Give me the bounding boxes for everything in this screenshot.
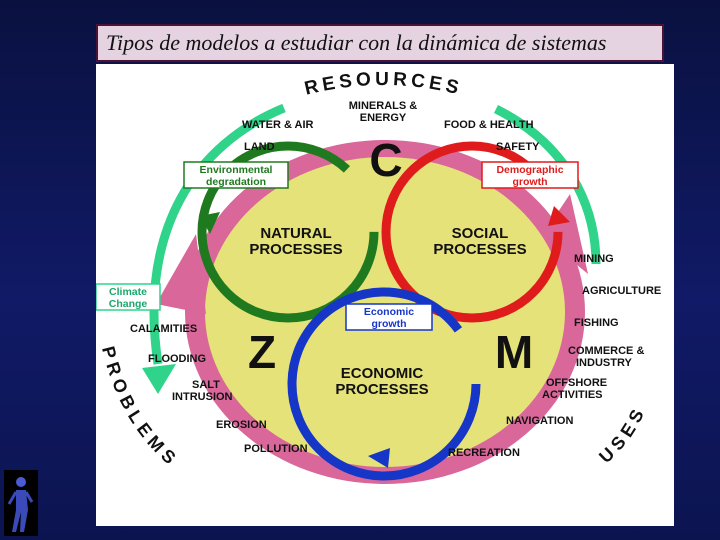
agriculture-label: AGRICULTURE — [582, 285, 661, 297]
climate-change-box: Climate Change — [96, 283, 161, 311]
pink-right-arrowhead — [542, 194, 588, 274]
environmental-degradation-box: Environmental degradation — [183, 161, 289, 189]
flooding-label: FLOODING — [148, 353, 206, 365]
economic-processes-line2: PROCESSES — [335, 381, 428, 398]
pollution-label: POLLUTION — [244, 443, 308, 455]
letter-z: Z — [248, 326, 276, 378]
climate-change-line2: Change — [109, 298, 148, 310]
letter-c: C — [369, 134, 402, 186]
mining-label: MINING — [574, 253, 614, 265]
slide-title-bar: Tipos de modelos a estudiar con la dinám… — [96, 24, 664, 62]
environmental-degradation-line1: Environmental — [200, 164, 273, 176]
economic-growth-line2: growth — [372, 318, 407, 330]
recreation-label: RECREATION — [448, 447, 520, 459]
fishing-label: FISHING — [574, 317, 619, 329]
natural-processes-line2: PROCESSES — [249, 241, 342, 258]
letter-m: M — [495, 326, 533, 378]
environmental-degradation-line2: degradation — [206, 176, 266, 188]
social-processes-line1: SOCIAL — [452, 225, 509, 242]
social-processes-line2: PROCESSES — [433, 241, 526, 258]
economic-cycle-arrowhead — [368, 448, 390, 468]
demographic-growth-box: Demographic growth — [481, 161, 579, 189]
offshore-label-line1: OFFSHORE — [546, 377, 607, 389]
minerals-label-line2: ENERGY — [360, 112, 407, 124]
demographic-growth-line2: growth — [513, 176, 548, 188]
climate-change-line1: Climate — [109, 286, 147, 298]
calamities-label: CALAMITIES — [130, 323, 197, 335]
safety-label: SAFETY — [496, 141, 540, 153]
navigation-label: NAVIGATION — [506, 415, 573, 427]
cycle-diagram: RESOURCES PROBLEMS USES MINERALS & ENERG… — [96, 69, 661, 484]
pink-left-arrowhead — [156, 234, 206, 314]
problems-green-band — [149, 103, 286, 365]
salt-label-line2: INTRUSION — [172, 391, 233, 403]
commerce-label-line2: INDUSTRY — [576, 357, 632, 369]
economic-growth-box: Economic growth — [345, 303, 433, 331]
erosion-label: EROSION — [216, 419, 267, 431]
uses-arc-word: USES — [595, 402, 650, 467]
land-label: LAND — [244, 141, 275, 153]
social-cycle-circle — [381, 141, 563, 323]
slide-title: Tipos de modelos a estudiar con la dinám… — [106, 30, 607, 55]
economic-processes-line1: ECONOMIC — [341, 365, 424, 382]
food-health-label: FOOD & HEALTH — [444, 119, 534, 131]
social-cycle-arrowhead — [548, 206, 570, 226]
diagram-panel: RESOURCES PROBLEMS USES MINERALS & ENERG… — [96, 64, 674, 526]
salt-label-line1: SALT — [192, 379, 220, 391]
corner-figure-graphic — [4, 470, 38, 536]
resources-arc-word: RESOURCES — [303, 69, 465, 100]
water-air-label: WATER & AIR — [242, 119, 314, 131]
commerce-label-line1: COMMERCE & — [568, 345, 644, 357]
offshore-label-line2: ACTIVITIES — [542, 389, 603, 401]
economic-cycle-circle — [287, 287, 481, 481]
economic-growth-line1: Economic — [364, 306, 414, 318]
minerals-label-line1: MINERALS & — [349, 100, 418, 112]
natural-cycle-arrowhead — [200, 212, 220, 234]
demographic-growth-line1: Demographic — [496, 164, 563, 176]
natural-cycle-circle — [197, 141, 379, 323]
problems-green-arrowhead — [142, 364, 176, 394]
natural-processes-line1: NATURAL — [260, 225, 331, 242]
